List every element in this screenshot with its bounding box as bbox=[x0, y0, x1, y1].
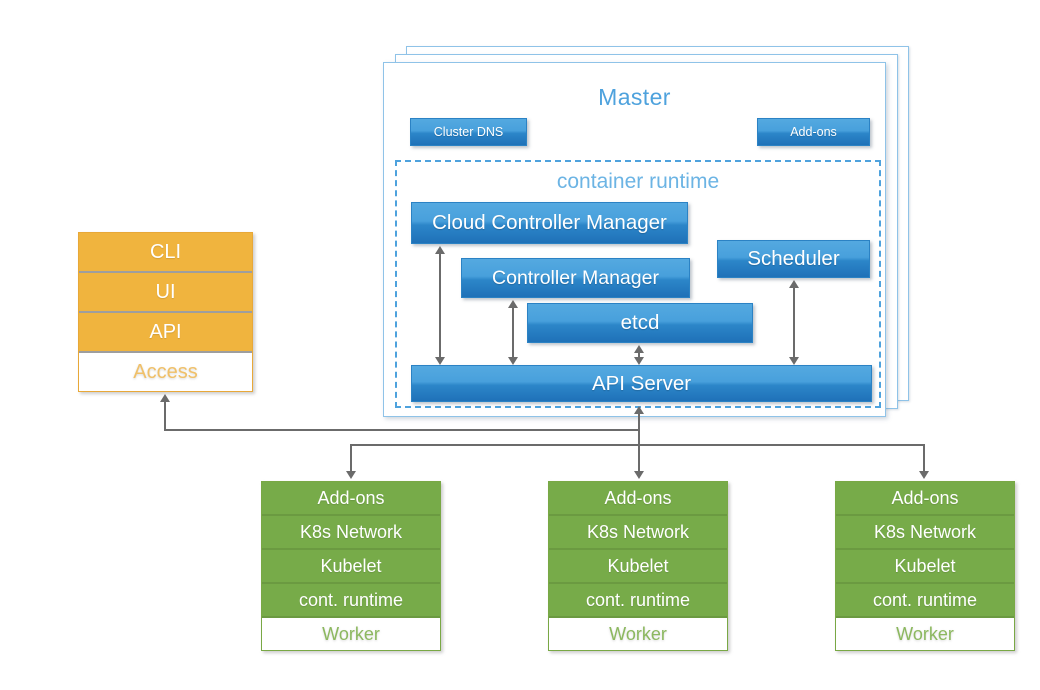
access-row-ui[interactable]: UI bbox=[79, 273, 252, 313]
worker2-row-network[interactable]: K8s Network bbox=[549, 516, 727, 550]
cm-api-arrow-head-down bbox=[508, 357, 518, 365]
cm-api-arrow-head-up bbox=[508, 300, 518, 308]
scheduler-api-line bbox=[793, 286, 795, 359]
worker2-row-kubelet[interactable]: Kubelet bbox=[549, 550, 727, 584]
worker3-row-addons[interactable]: Add-ons bbox=[836, 482, 1014, 516]
cm-api-line bbox=[512, 306, 514, 359]
scheduler-api-arrow-head-up bbox=[789, 280, 799, 288]
worker3-row-kubelet[interactable]: Kubelet bbox=[836, 550, 1014, 584]
worker-node-1: Add-ons K8s Network Kubelet cont. runtim… bbox=[261, 481, 441, 651]
controller-manager-box[interactable]: Controller Manager bbox=[461, 258, 690, 298]
worker-distribution-bus bbox=[351, 444, 925, 446]
access-row-access: Access bbox=[79, 353, 252, 391]
worker3-arrow-head bbox=[919, 471, 929, 479]
worker3-row-label: Worker bbox=[836, 618, 1014, 650]
access-vertical-line bbox=[164, 400, 166, 430]
etcd-api-arrow-head-down bbox=[634, 357, 644, 365]
access-row-cli[interactable]: CLI bbox=[79, 233, 252, 273]
scheduler-box[interactable]: Scheduler bbox=[717, 240, 870, 278]
worker3-branch-line bbox=[923, 444, 925, 471]
access-row-api[interactable]: API bbox=[79, 313, 252, 353]
access-panel: CLI UI API Access bbox=[78, 232, 253, 392]
ccm-api-arrow-head-up bbox=[435, 246, 445, 254]
master-title: Master bbox=[598, 84, 671, 110]
worker2-arrow-head bbox=[634, 471, 644, 479]
worker-node-3: Add-ons K8s Network Kubelet cont. runtim… bbox=[835, 481, 1015, 651]
etcd-api-arrow-head-up bbox=[634, 345, 644, 353]
cloud-controller-manager-box[interactable]: Cloud Controller Manager bbox=[411, 202, 688, 244]
scheduler-api-arrow-head-down bbox=[789, 357, 799, 365]
access-arrow-head bbox=[160, 394, 170, 402]
etcd-box[interactable]: etcd bbox=[527, 303, 753, 343]
worker1-row-kubelet[interactable]: Kubelet bbox=[262, 550, 440, 584]
worker1-branch-line bbox=[350, 444, 352, 471]
worker2-row-runtime[interactable]: cont. runtime bbox=[549, 584, 727, 618]
worker-bus-trunk bbox=[638, 412, 640, 473]
worker2-row-label: Worker bbox=[549, 618, 727, 650]
ccm-api-line bbox=[439, 252, 441, 359]
cluster-dns-box[interactable]: Cluster DNS bbox=[410, 118, 527, 146]
worker3-row-network[interactable]: K8s Network bbox=[836, 516, 1014, 550]
access-horizontal-line bbox=[164, 429, 640, 431]
container-runtime-title: container runtime bbox=[556, 170, 720, 193]
worker-bus-arrow-head-up bbox=[634, 406, 644, 414]
master-addons-box[interactable]: Add-ons bbox=[757, 118, 870, 146]
worker1-arrow-head bbox=[346, 471, 356, 479]
api-server-box[interactable]: API Server bbox=[411, 365, 872, 402]
worker-node-2: Add-ons K8s Network Kubelet cont. runtim… bbox=[548, 481, 728, 651]
worker1-row-label: Worker bbox=[262, 618, 440, 650]
worker2-row-addons[interactable]: Add-ons bbox=[549, 482, 727, 516]
ccm-api-arrow-head-down bbox=[435, 357, 445, 365]
worker1-row-network[interactable]: K8s Network bbox=[262, 516, 440, 550]
worker1-row-addons[interactable]: Add-ons bbox=[262, 482, 440, 516]
worker3-row-runtime[interactable]: cont. runtime bbox=[836, 584, 1014, 618]
worker1-row-runtime[interactable]: cont. runtime bbox=[262, 584, 440, 618]
etcd-api-line bbox=[638, 351, 640, 359]
